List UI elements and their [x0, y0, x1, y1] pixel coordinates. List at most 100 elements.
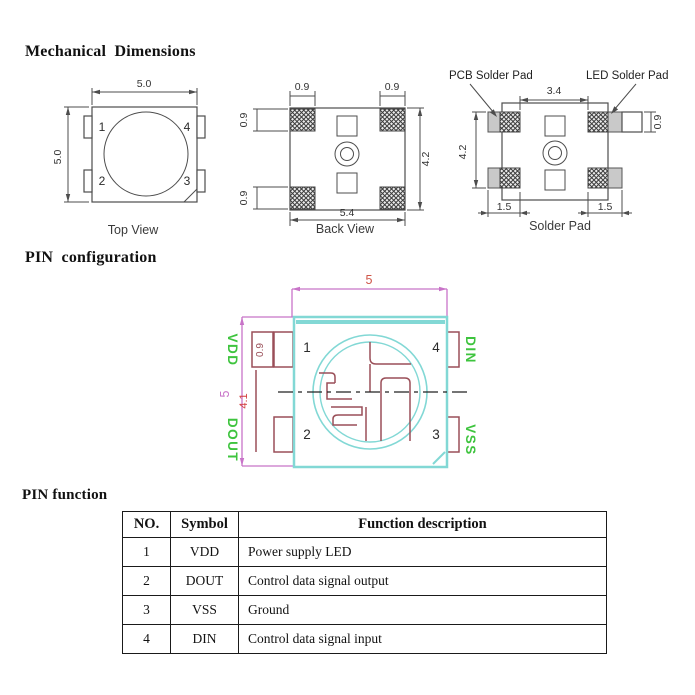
back-dim-09-top-left: 0.9	[295, 81, 310, 93]
back-pad-width-dim-right: 0.9	[379, 81, 406, 106]
top-view-package-body	[91, 106, 198, 203]
pin-configuration-drawing: 5 5 4.1 0.9	[218, 273, 478, 469]
back-dim-09-side-bottom: 0.9	[238, 191, 250, 206]
table-row: 2 DOUT Control data signal output	[122, 566, 607, 596]
solder-pad-09-dimension: 0.9	[644, 111, 664, 133]
pcb-pad-top-right	[607, 111, 623, 133]
cell-symbol-din: DIN	[170, 624, 239, 654]
top-view-pin4-number: 4	[184, 120, 191, 134]
back-center-ring-inner	[340, 147, 354, 161]
top-view-pin2-number: 2	[99, 174, 106, 188]
top-view-height-dimension: 5.0	[52, 106, 89, 203]
header-symbol: Symbol	[170, 511, 239, 538]
back-pad-height-dim-bottom: 0.9	[238, 186, 288, 210]
corner-chamfer-mark	[183, 188, 198, 203]
pincfg-corner-chamfer	[432, 451, 446, 465]
solder-pad-gap-dimension: 3.4	[519, 85, 589, 110]
solder-dim-15-left: 1.5	[497, 201, 512, 213]
led-pad-top-left	[499, 111, 521, 133]
back-view-caption: Back View	[316, 222, 375, 236]
top-view-pin3-number: 3	[184, 174, 191, 188]
led-lens-circle	[103, 111, 189, 197]
back-view-height-dimension: 4.2	[407, 107, 432, 211]
back-thermal-pad-top	[336, 115, 358, 137]
cell-desc-3: Ground	[238, 595, 607, 625]
pincfg-top-dimension: 5	[291, 273, 448, 317]
cell-desc-1: Power supply LED	[238, 537, 607, 567]
back-pad-bottom-right	[379, 186, 406, 210]
back-pad-width-dim-left: 0.9	[289, 81, 316, 106]
pincfg-pin-width-dimension: 0.9	[251, 331, 274, 368]
solder-center-ring-outer	[542, 140, 568, 166]
solder-dim-15-right: 1.5	[598, 201, 613, 213]
cell-no-1: 1	[122, 537, 171, 567]
led-pad-top-right	[587, 111, 609, 133]
cell-desc-4: Control data signal input	[238, 624, 607, 654]
back-view-drawing: 0.9 0.9 0.9 0.9 4.2 5.4 Bac	[238, 81, 432, 236]
back-dim-09-top-right: 0.9	[385, 81, 400, 93]
back-view-width-dimension: 5.4	[289, 207, 406, 226]
cell-symbol-vss: VSS	[170, 595, 239, 625]
pincfg-dim-5-left: 5	[218, 390, 232, 397]
solder-center-ring-inner	[548, 146, 562, 160]
back-pad-bottom-left	[289, 186, 316, 210]
pcb-solder-pad-label: PCB Solder Pad	[449, 70, 533, 82]
back-thermal-pad-bottom	[336, 172, 358, 194]
solder-thermal-pad-top	[544, 115, 566, 137]
header-no: NO.	[122, 511, 171, 538]
solder-pad-15-left-dimension: 1.5	[478, 190, 530, 217]
table-row: 1 VDD Power supply LED	[122, 537, 607, 567]
solder-pad-height-dimension: 4.2	[457, 111, 486, 189]
pincfg-left-dimension: 5	[218, 316, 294, 467]
cell-symbol-vdd: VDD	[170, 537, 239, 567]
back-pad-height-dim-top: 0.9	[238, 108, 288, 132]
cell-no-3: 3	[122, 595, 171, 625]
section-title-pin-function: PIN function	[22, 487, 108, 503]
top-view-height-value: 5.0	[52, 150, 64, 165]
pincfg-dim-09: 0.9	[255, 343, 266, 357]
pcb-solder-pad-arrow	[469, 83, 497, 117]
led-solder-pad-arrow	[611, 83, 637, 114]
top-view-width-value: 5.0	[137, 78, 152, 90]
pincfg-pin3-lead	[446, 416, 460, 453]
solder-thermal-pad-bottom	[544, 169, 566, 191]
pincfg-dim-41: 4.1	[238, 393, 250, 408]
top-view-pin4-lead	[196, 115, 206, 139]
cell-symbol-dout: DOUT	[170, 566, 239, 596]
back-pad-top-left	[289, 108, 316, 132]
top-view-caption: Top View	[108, 223, 159, 237]
pin-label-vss: VSS	[463, 424, 478, 456]
back-center-ring-outer	[334, 141, 360, 167]
led-solder-pad-label: LED Solder Pad	[586, 70, 668, 82]
solder-pad-caption: Solder Pad	[529, 219, 591, 233]
table-row: 4 DIN Control data signal input	[122, 624, 607, 654]
pin-label-vdd: VDD	[225, 333, 240, 366]
back-pad-top-right	[379, 108, 406, 132]
back-dim-09-side-top: 0.9	[238, 113, 250, 128]
pincfg-dim-5-top: 5	[366, 273, 373, 287]
pin-label-dout: DOUT	[225, 418, 240, 462]
solder-dim-42: 4.2	[457, 145, 469, 160]
top-view-width-dimension: 5.0	[91, 78, 198, 105]
top-view-pin1-number: 1	[99, 120, 106, 134]
cell-desc-2: Control data signal output	[238, 566, 607, 596]
section-title-mechanical-dimensions: Mechanical Dimensions	[25, 43, 196, 60]
solder-pad-drawing: 3.4 4.2 1.5 1.5 0.9 PCB Solder Pad	[449, 70, 668, 233]
section-title-pin-configuration: PIN configuration	[25, 249, 157, 266]
pincfg-pin3-number: 3	[432, 427, 440, 442]
pincfg-body-dimension: 4.1	[238, 370, 257, 452]
pincfg-pin2-number: 2	[303, 427, 311, 442]
solder-dim-09: 0.9	[652, 115, 664, 130]
solder-pad-15-right-dimension: 1.5	[578, 190, 632, 217]
back-dim-42: 4.2	[420, 152, 432, 167]
led-pad-bottom-right	[587, 167, 609, 189]
pincfg-pin2-lead	[273, 416, 294, 453]
back-dim-54: 5.4	[340, 207, 355, 219]
top-view-pin2-lead	[83, 169, 93, 193]
pin-label-din: DIN	[463, 336, 478, 364]
top-view-pin3-lead	[196, 169, 206, 193]
pincfg-pin4-lead	[446, 331, 460, 368]
top-view-pin1-lead	[83, 115, 93, 139]
